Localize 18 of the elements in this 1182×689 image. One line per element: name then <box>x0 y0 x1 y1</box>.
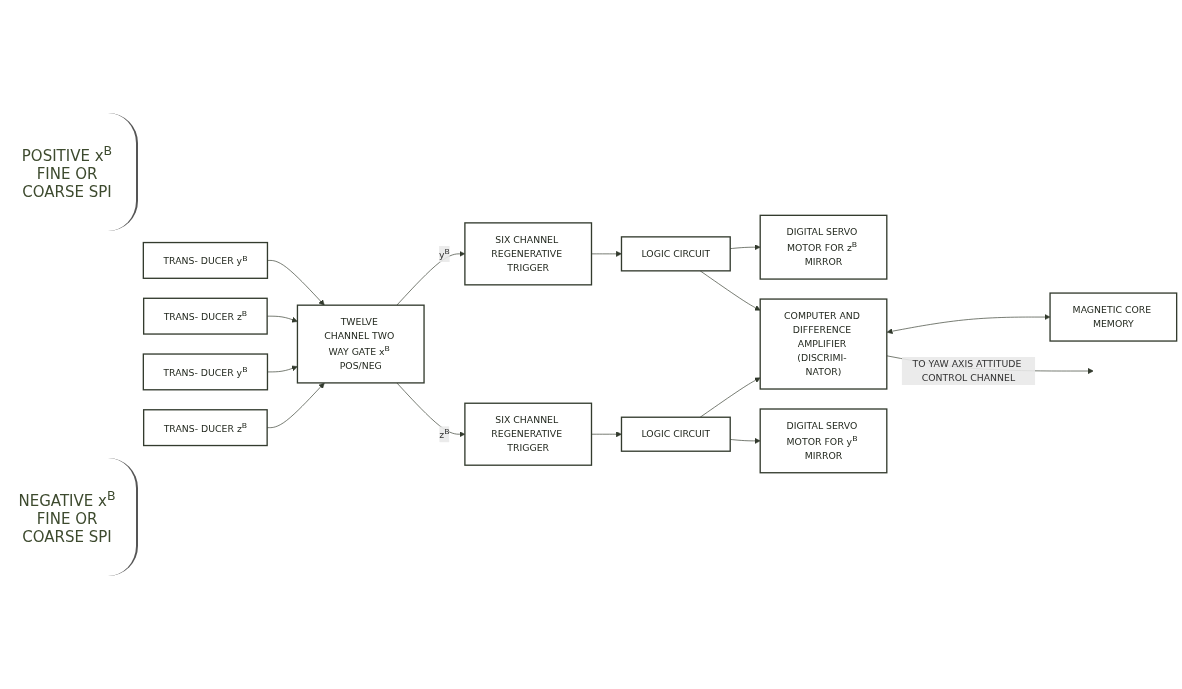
node-box: COMPUTER AND DIFFERENCE AMPLIFIER (DISCRIMI- NATOR) <box>759 298 888 391</box>
node-box: MAGNETIC CORE MEMORY <box>1049 292 1178 343</box>
edge-label: y$^{B}$ <box>439 247 450 261</box>
group-label: POSITIVE x$^{B}$ FINE OR COARSE SPI <box>8 113 138 232</box>
node-box: TWELVE CHANNEL TWO WAY GATE x$^{B}$ POS/NEG <box>296 304 425 385</box>
group-label: NEGATIVE x$^{B}$ FINE OR COARSE SPI <box>8 457 138 576</box>
node-box: DIGITAL SERVO MOTOR FOR y$^{B}$ MIRROR <box>759 408 888 474</box>
edge-label: TO YAW AXIS ATTITUDE CONTROL CHANNEL <box>912 358 1022 384</box>
node-box: LOGIC CIRCUIT <box>620 236 731 272</box>
node-box: SIX CHANNEL REGENERATIVE TRIGGER <box>464 222 593 286</box>
node-box: DIGITAL SERVO MOTOR FOR z$^{B}$ MIRROR <box>759 215 888 281</box>
node-box: TRANS- DUCER y$^{B}$ <box>142 242 269 280</box>
node-box: TRANS- DUCER z$^{B}$ <box>143 409 268 447</box>
node-box: TRANS- DUCER y$^{B}$ <box>142 353 269 391</box>
edge-label: z$^{B}$ <box>439 427 450 441</box>
node-box: TRANS- DUCER z$^{B}$ <box>143 298 268 336</box>
node-box: SIX CHANNEL REGENERATIVE TRIGGER <box>464 403 593 467</box>
node-box: LOGIC CIRCUIT <box>620 417 731 453</box>
